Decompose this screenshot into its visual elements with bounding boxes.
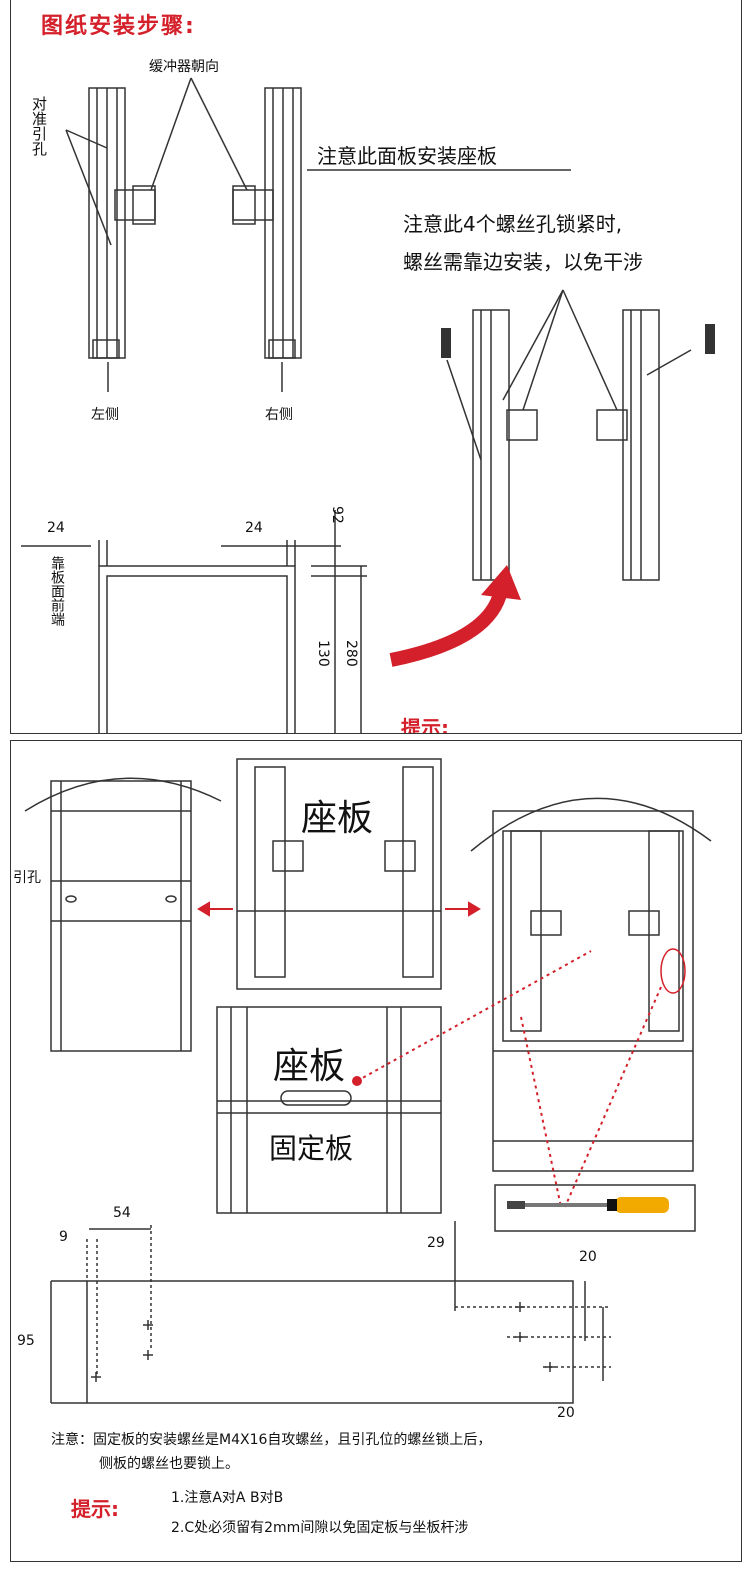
screwdriver-handle	[615, 1197, 669, 1213]
install-note-line2: 侧板的螺丝也要锁上。	[99, 1456, 239, 1472]
align-holes-label: 对准引孔	[30, 96, 48, 156]
install-note-line1: 注意：固定板的安装螺丝是M4X16自攻螺丝，且引孔位的螺丝锁上后，	[51, 1432, 492, 1448]
tip-line-1: 1.注意A对A B对B	[171, 1490, 284, 1506]
buffer-direction-label: 缓冲器朝向	[149, 59, 219, 75]
dim-20-top: 20	[579, 1249, 597, 1265]
front-end-label: 靠板面前端	[49, 556, 65, 626]
screw-note-line1: 注意此4个螺丝孔锁紧时,	[403, 212, 623, 236]
tip-line-2: 2.C处必须留有2mm间隙以免固定板与坐板杆涉	[171, 1520, 469, 1536]
seat-fixed-plate-box	[216, 1006, 442, 1214]
tip-label-cut: 提示:	[401, 716, 449, 734]
panel-seat-note: 注意此面板安装座板	[317, 144, 497, 168]
dim-24-right: 24	[245, 520, 263, 536]
fixed-plate-panel: 引孔 座板 座板 固定板 9 54 95 29 20 20 注意：固定板的安装螺…	[10, 740, 742, 1562]
seat-plate-box	[236, 758, 442, 990]
red-arrow	[389, 588, 508, 667]
screw-note-line2: 螺丝需靠边安装，以免干涉	[403, 250, 643, 274]
left-cabinet	[50, 780, 192, 1052]
fixed-plate-label: 固定板	[269, 1132, 354, 1165]
page-title: 图纸安装步骤:	[41, 14, 196, 39]
left-side-label: 左侧	[91, 407, 119, 423]
right-cabinet	[492, 810, 694, 1172]
dim-20-bottom: 20	[557, 1405, 575, 1421]
right-buffer	[232, 189, 274, 221]
left-buffer	[114, 189, 156, 221]
right-side-label: 右侧	[265, 407, 293, 423]
fixed-plate-drawing	[24, 758, 712, 1404]
dim-280: 280	[343, 640, 359, 667]
dim-9: 9	[59, 1229, 68, 1245]
screw-icon	[507, 1201, 525, 1209]
dim-29: 29	[427, 1235, 445, 1251]
dim-95: 95	[17, 1333, 35, 1349]
fixed-plate-outline	[86, 1280, 574, 1404]
install-steps-panel: 图纸安装步骤: 缓冲器朝向 对准引孔 注意此面板安装座板 注意此4个螺丝孔锁紧时…	[10, 0, 742, 734]
guide-hole-label: 引孔	[13, 870, 41, 886]
dim-24-left: 24	[47, 520, 65, 536]
dim-54: 54	[113, 1205, 131, 1221]
dim-130: 130	[315, 640, 331, 667]
dim-92: 92	[329, 506, 345, 524]
install-steps-drawing	[21, 77, 715, 733]
seat-plate-label-top: 座板	[301, 798, 374, 839]
tip-label: 提示:	[71, 1497, 119, 1521]
seat-plate-label: 座板	[273, 1046, 346, 1087]
